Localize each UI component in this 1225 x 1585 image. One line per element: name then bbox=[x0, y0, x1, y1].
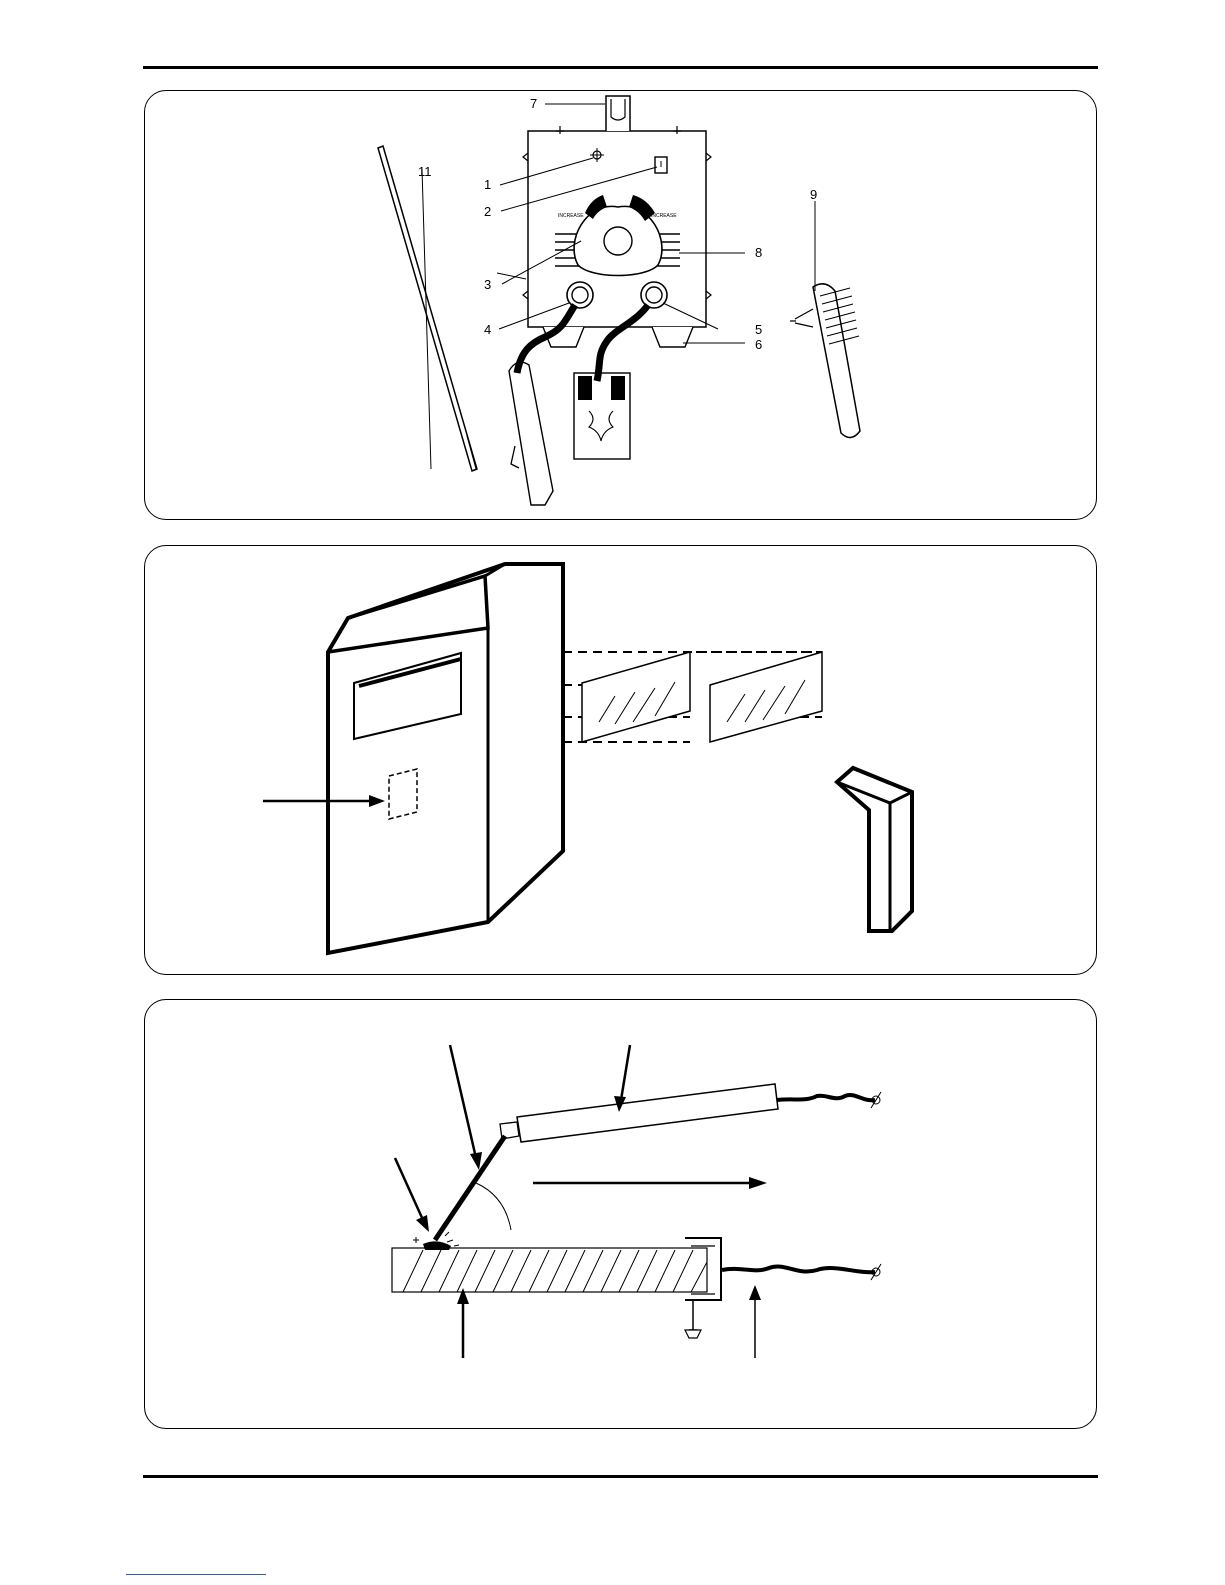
footer-rule bbox=[143, 1475, 1098, 1478]
wire-brush bbox=[813, 284, 860, 438]
electrode-holder bbox=[509, 362, 553, 505]
header-rule bbox=[143, 66, 1098, 69]
electrode-holder bbox=[517, 1084, 778, 1142]
knob-label-left: INCREASE bbox=[558, 213, 584, 219]
callout-3: 3 bbox=[484, 277, 491, 292]
callout-1: 1 bbox=[484, 177, 491, 192]
knob-label-right: INCREASE bbox=[651, 213, 677, 219]
callout-4: 4 bbox=[484, 322, 491, 337]
foot-right bbox=[652, 327, 693, 347]
footnote-link-underline bbox=[126, 1574, 266, 1575]
figure-welding-technique bbox=[144, 999, 1097, 1429]
filter-glass bbox=[582, 652, 690, 742]
technique-diagram bbox=[145, 1000, 1098, 1430]
callout-11: 11 bbox=[418, 164, 432, 179]
angle-arc bbox=[476, 1183, 511, 1230]
protective-glass bbox=[710, 652, 822, 742]
figure-welding-mask bbox=[144, 545, 1097, 975]
mask-shield bbox=[328, 564, 563, 953]
welder-diagram: 7 1 2 3 4 5 6 8 9 11 INCREASE INCREASE bbox=[145, 91, 1098, 521]
callout-5: 5 bbox=[755, 322, 762, 337]
figure-welder-components: 7 1 2 3 4 5 6 8 9 11 INCREASE INCREASE bbox=[144, 90, 1097, 520]
callout-6: 6 bbox=[755, 337, 762, 352]
callout-7: 7 bbox=[530, 96, 537, 111]
carry-handle bbox=[606, 96, 630, 131]
callout-8: 8 bbox=[755, 245, 762, 260]
mask-diagram bbox=[145, 546, 1098, 976]
mask-handle bbox=[837, 768, 912, 931]
callout-9: 9 bbox=[810, 187, 817, 202]
callout-2: 2 bbox=[484, 204, 491, 219]
electrode-rod bbox=[435, 1136, 505, 1240]
electrode-rod bbox=[378, 146, 477, 471]
weld-pool bbox=[423, 1241, 451, 1250]
